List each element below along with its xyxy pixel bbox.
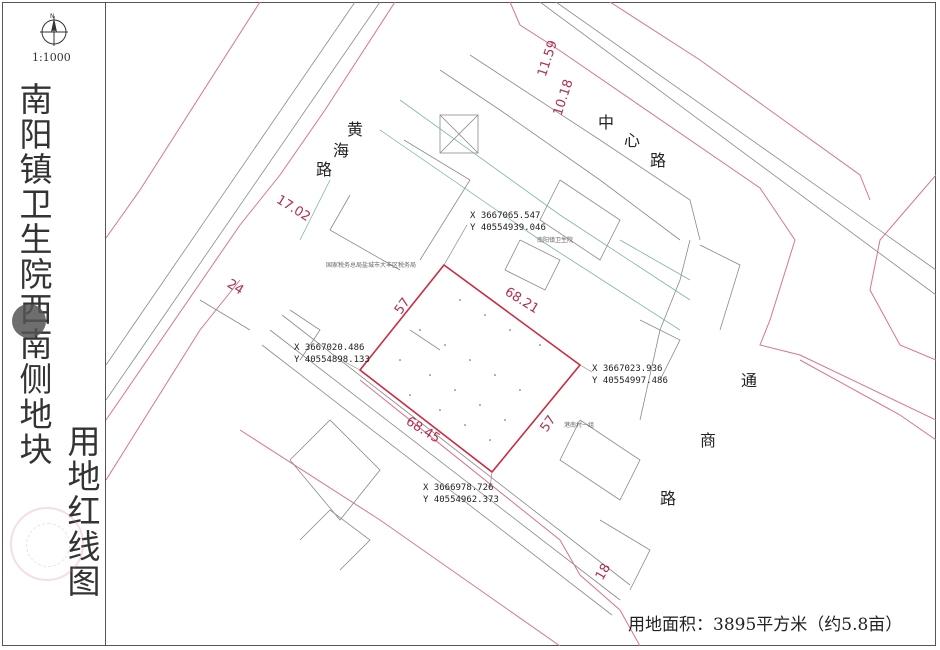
road-label-tongshang: 商 (700, 431, 716, 450)
dimension-label: 18 (593, 561, 614, 583)
title-char: 卫 (14, 187, 53, 222)
title-char: 阳 (14, 117, 53, 152)
road-boundaries (106, 2, 936, 646)
annotation-village: 港南村一组 (564, 421, 594, 429)
survey-points (399, 299, 541, 441)
dimension-label: 24 (224, 277, 246, 298)
north-arrow-icon: N (40, 13, 68, 46)
parcel-lines (106, 2, 936, 616)
title-char: 地 (62, 459, 101, 494)
official-stamp (10, 507, 84, 581)
dimension-label: 10.18 (551, 78, 577, 118)
road-label-huanghai: 黄 (347, 120, 363, 139)
title-char: 生 (14, 222, 53, 257)
coord-top-y: Y 40554939.046 (470, 223, 546, 233)
title-char: 南 (14, 82, 53, 117)
overlay-dot (12, 304, 46, 338)
area-label: 用地面积：3895平方米（约5.8亩） (628, 615, 903, 635)
road-label-zhongxin: 心 (624, 131, 640, 150)
coord-bottom-y: Y 40554962.373 (423, 495, 499, 505)
title-char: 镇 (14, 152, 53, 187)
coord-bottom-x: X 3666978.726 (423, 483, 493, 493)
road-label-zhongxin: 中 (598, 113, 614, 132)
road-label-tongshang: 通 (741, 371, 757, 390)
teal-lines (299, 99, 691, 331)
road-label-huanghai: 海 (333, 141, 349, 160)
title-char: 用 (62, 424, 101, 459)
annotation-service: 国家税务总局盐城市大丰区税务局 (326, 261, 416, 269)
coord-right-x: X 3667023.936 (592, 364, 662, 374)
coord-top-x: X 3667065.547 (470, 211, 540, 221)
annotation-hospital: 南阳镇卫生院 (537, 236, 573, 244)
title-char: 侧 (14, 362, 53, 397)
dimension-label: 57 (538, 413, 560, 435)
coord-left-x: X 3667020.486 (294, 343, 364, 353)
site-map: 黄 海 路 中 心 路 通 商 路 11.59 10.18 17.02 24 5… (106, 2, 936, 646)
north-label: N (50, 13, 55, 20)
coord-right-y: Y 40554997.486 (592, 376, 668, 386)
road-label-huanghai: 路 (316, 160, 332, 179)
title-char: 院 (14, 257, 53, 292)
title-char: 地 (14, 397, 53, 432)
dimension-label: 11.59 (535, 39, 561, 79)
title-char: 块 (14, 432, 53, 467)
road-label-tongshang: 路 (660, 489, 676, 508)
coord-left-y: Y 40554898.133 (294, 355, 370, 365)
site-boundary (344, 224, 593, 489)
title-place: 南阳镇卫生院西南侧地块 (12, 82, 53, 467)
title-sidebar: N 1:1000 南阳镇卫生院西南侧地块 用地红线图 (2, 2, 106, 646)
dimension-label: 17.02 (273, 192, 313, 224)
dimension-label: 57 (392, 295, 414, 317)
road-label-zhongxin: 路 (650, 151, 666, 170)
scale-label: 1:1000 (32, 51, 71, 64)
